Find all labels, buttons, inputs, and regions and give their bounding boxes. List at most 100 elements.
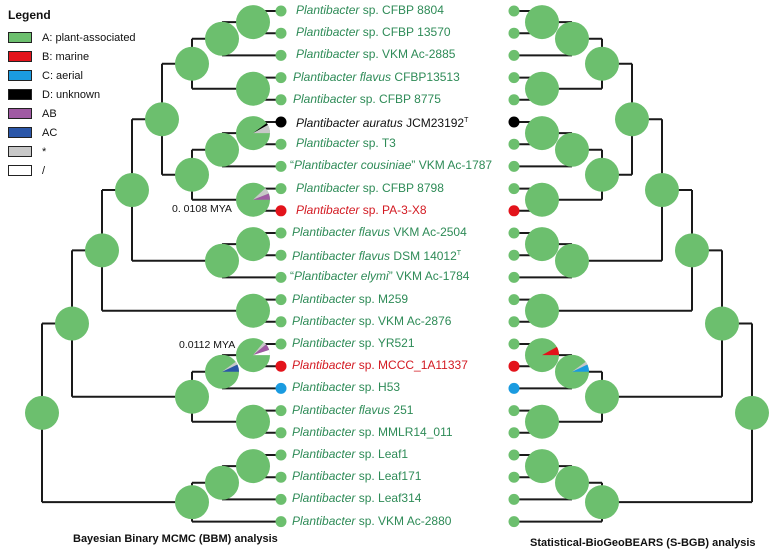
ancestral-state-pie bbox=[525, 404, 559, 439]
ancestral-state-pie bbox=[585, 46, 619, 81]
state-pie-slice bbox=[525, 5, 559, 40]
tip-state-dot bbox=[508, 27, 520, 39]
tip-label: “Plantibacter cousiniae” VKM Ac-1787 bbox=[290, 158, 493, 173]
tip-state-dot bbox=[508, 316, 520, 328]
tip-state-dot bbox=[275, 27, 287, 39]
legend-label: A: plant-associated bbox=[42, 31, 136, 44]
legend-item: A: plant-associated bbox=[8, 28, 136, 47]
state-pie-slice bbox=[175, 46, 209, 81]
state-pie-slice bbox=[145, 102, 179, 137]
tip-label: Plantibacter sp. MCCC_1A11337 bbox=[292, 358, 468, 373]
ancestral-state-pie bbox=[236, 227, 270, 262]
tip-state-dot bbox=[508, 49, 520, 61]
tip-label: Plantibacter sp. Leaf314 bbox=[292, 491, 422, 506]
state-pie-slice bbox=[205, 132, 239, 167]
legend-item: / bbox=[8, 161, 136, 180]
tip-state-dot bbox=[275, 5, 287, 17]
tip-state-dot bbox=[508, 427, 520, 439]
state-pie-slice bbox=[253, 188, 269, 200]
tip-label: Plantibacter sp. YR521 bbox=[292, 336, 415, 350]
ancestral-state-pie bbox=[555, 243, 589, 278]
tip-label: Plantibacter flavus 251 bbox=[292, 402, 414, 417]
sbgb-tree bbox=[508, 5, 769, 528]
ancestral-state-pie bbox=[55, 306, 89, 341]
legend-item: D: unknown bbox=[8, 85, 136, 104]
tip-state-dot bbox=[275, 205, 287, 217]
tip-label: Plantibacter sp. T3 bbox=[296, 136, 396, 151]
tip-label: Plantibacter sp. CFBP 13570 bbox=[296, 25, 451, 40]
tip-state-dot bbox=[508, 249, 520, 261]
state-pie-slice bbox=[585, 157, 619, 192]
state-pie-slice bbox=[525, 404, 559, 439]
state-pie-slice bbox=[525, 293, 559, 328]
ancestral-state-pie bbox=[25, 395, 59, 430]
state-pie-slice bbox=[236, 293, 270, 328]
tip-state-dot bbox=[275, 405, 287, 417]
ancestral-state-pie bbox=[585, 157, 619, 192]
internal-nodes bbox=[25, 5, 270, 520]
tip-label: Plantibacter sp. VKM Ac-2876 bbox=[292, 313, 452, 328]
tip-state-dot bbox=[508, 271, 520, 283]
ancestral-state-pie bbox=[236, 449, 270, 484]
state-pie-slice bbox=[115, 172, 149, 207]
tip-state-dot bbox=[275, 316, 287, 328]
ancestral-state-pie bbox=[525, 227, 559, 262]
state-pie-slice bbox=[175, 485, 209, 520]
tip-state-dot bbox=[508, 516, 520, 528]
legend-swatch bbox=[8, 146, 32, 157]
state-pie-slice bbox=[85, 233, 119, 268]
state-pie-slice bbox=[236, 5, 270, 40]
ancestral-state-pie bbox=[205, 243, 239, 278]
bbm-tree bbox=[25, 5, 287, 528]
legend-label: / bbox=[42, 164, 46, 177]
ancestral-state-pie bbox=[705, 306, 739, 341]
tip-state-dot bbox=[508, 360, 520, 372]
tip-state-dot bbox=[275, 249, 287, 261]
sbgb-panel-title: Statistical-BioGeoBEARS (S-BGB) analysis bbox=[530, 537, 756, 549]
tip-state-dot bbox=[275, 138, 287, 150]
tip-state-dot bbox=[508, 94, 520, 106]
legend-swatch bbox=[8, 70, 32, 81]
legend-swatch bbox=[8, 165, 32, 176]
ancestral-state-pie bbox=[236, 404, 270, 439]
state-pie-slice bbox=[675, 233, 709, 268]
legend-label: * bbox=[42, 145, 47, 158]
state-pie-slice bbox=[555, 21, 589, 56]
state-pie-slice bbox=[585, 379, 619, 414]
tip-state-dot bbox=[275, 116, 287, 128]
legend-item: * bbox=[8, 142, 136, 161]
tip-state-dot bbox=[275, 183, 287, 195]
ancestral-state-pie bbox=[555, 132, 589, 167]
state-pie-slice bbox=[555, 243, 589, 278]
legend-label: B: marine bbox=[42, 50, 90, 63]
ancestral-state-pie bbox=[175, 46, 209, 81]
ancestral-state-pie bbox=[525, 182, 559, 217]
legend-item: AC bbox=[8, 123, 136, 142]
state-pie-slice bbox=[572, 361, 588, 372]
legend-item: AB bbox=[8, 104, 136, 123]
legend-item: C: aerial bbox=[8, 66, 136, 85]
legend-label: D: unknown bbox=[42, 88, 101, 101]
legend-swatch bbox=[8, 127, 32, 138]
tip-state-dot bbox=[508, 160, 520, 172]
state-pie-slice bbox=[555, 132, 589, 167]
state-pie-slice bbox=[205, 21, 239, 56]
state-pie-slice bbox=[55, 306, 89, 341]
tip-state-dot bbox=[275, 227, 287, 239]
state-pie-slice bbox=[253, 193, 270, 200]
ancestral-state-pie bbox=[175, 379, 209, 414]
state-pie-slice bbox=[253, 344, 270, 356]
state-pie-slice bbox=[236, 449, 270, 484]
tip-label: Plantibacter sp. CFBP 8798 bbox=[296, 180, 444, 195]
tip-label: Plantibacter sp. Leaf1 bbox=[292, 447, 409, 461]
tip-state-dot bbox=[275, 360, 287, 372]
state-pie-slice bbox=[205, 243, 239, 278]
tip-label: Plantibacter sp. VKM Ac-2885 bbox=[296, 47, 456, 62]
ancestral-state-pie bbox=[145, 102, 179, 137]
ancestral-state-pie bbox=[175, 157, 209, 192]
tip-state-dot bbox=[275, 294, 287, 306]
tip-label: Plantibacter flavus CFBP13513 bbox=[293, 69, 460, 84]
tip-state-dot bbox=[508, 449, 520, 461]
internal-nodes bbox=[525, 5, 769, 520]
